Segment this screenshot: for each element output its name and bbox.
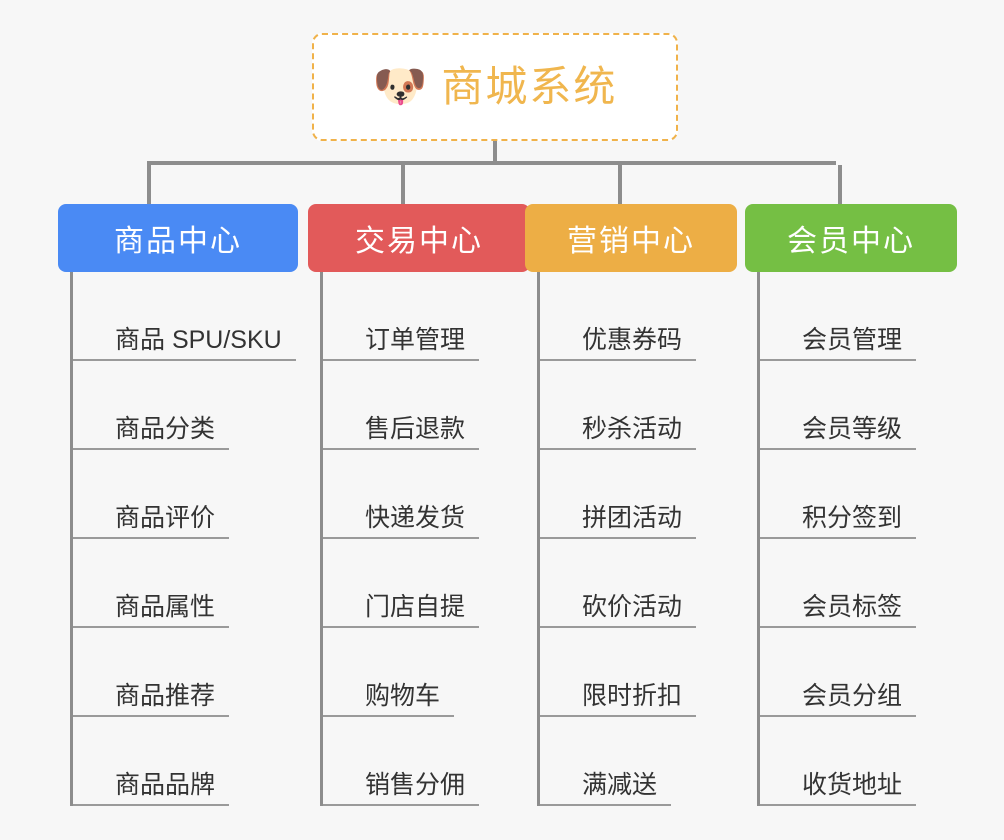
list-item[interactable]: 购物车 (323, 628, 507, 717)
leaf-label: 商品属性 (73, 593, 230, 628)
leaf-label: 积分签到 (760, 504, 917, 539)
list-item[interactable]: 会员分组 (760, 628, 944, 717)
leaf-label: 秒杀活动 (540, 415, 697, 450)
list-item[interactable]: 满减送 (540, 717, 724, 806)
leaf-label: 会员等级 (760, 415, 917, 450)
leaf-label: 商品分类 (73, 415, 230, 450)
leaf-label: 商品 SPU/SKU (73, 326, 296, 361)
category-header-label: 商品中心 (114, 225, 242, 258)
category-header-label: 交易中心 (355, 225, 483, 258)
list-item[interactable]: 售后退款 (323, 361, 507, 450)
leaf-stack-3: 会员管理 会员等级 积分签到 会员标签 会员分组 收货地址 (757, 272, 944, 806)
list-item[interactable]: 会员管理 (760, 272, 944, 361)
root-title: 商城系统 (441, 63, 618, 110)
list-item[interactable]: 收货地址 (760, 717, 944, 806)
list-item[interactable]: 商品推荐 (73, 628, 324, 717)
leaf-label: 会员分组 (760, 682, 917, 717)
leaf-label: 优惠券码 (540, 326, 697, 361)
list-item[interactable]: 秒杀活动 (540, 361, 724, 450)
leaf-label: 门店自提 (323, 593, 480, 628)
list-item[interactable]: 订单管理 (323, 272, 507, 361)
root-stem-connector (493, 141, 497, 164)
leaf-label: 售后退款 (323, 415, 480, 450)
drop-connector (401, 165, 405, 204)
list-item[interactable]: 会员等级 (760, 361, 944, 450)
root-node[interactable]: 🐶 商城系统 (312, 33, 678, 141)
drop-connector (147, 165, 151, 204)
drop-connector (838, 165, 842, 204)
leaf-label: 砍价活动 (540, 593, 697, 628)
list-item[interactable]: 商品属性 (73, 539, 324, 628)
horizontal-bus-connector (147, 161, 836, 165)
leaf-label: 拼团活动 (540, 504, 697, 539)
category-header-label: 会员中心 (787, 225, 915, 258)
leaf-label: 收货地址 (760, 771, 917, 806)
leaf-label: 商品评价 (73, 504, 230, 539)
category-header-1[interactable]: 交易中心 (308, 204, 530, 272)
list-item[interactable]: 门店自提 (323, 539, 507, 628)
list-item[interactable]: 会员标签 (760, 539, 944, 628)
list-item[interactable]: 拼团活动 (540, 450, 724, 539)
drop-connector (618, 165, 622, 204)
list-item[interactable]: 商品分类 (73, 361, 324, 450)
list-item[interactable]: 快递发货 (323, 450, 507, 539)
list-item[interactable]: 优惠券码 (540, 272, 724, 361)
list-item[interactable]: 限时折扣 (540, 628, 724, 717)
leaf-label: 商品推荐 (73, 682, 230, 717)
leaf-stack-1: 订单管理 售后退款 快递发货 门店自提 购物车 销售分佣 (320, 272, 507, 806)
leaf-label: 商品品牌 (73, 771, 230, 806)
leaf-label: 满减送 (540, 771, 672, 806)
list-item[interactable]: 商品 SPU/SKU (73, 272, 324, 361)
dog-face-icon: 🐶 (372, 62, 428, 111)
category-header-label: 营销中心 (567, 225, 695, 258)
leaf-label: 订单管理 (323, 326, 480, 361)
leaf-label: 限时折扣 (540, 682, 697, 717)
leaf-stack-2: 优惠券码 秒杀活动 拼团活动 砍价活动 限时折扣 满减送 (537, 272, 724, 806)
list-item[interactable]: 销售分佣 (323, 717, 507, 806)
category-header-0[interactable]: 商品中心 (58, 204, 298, 272)
leaf-label: 会员管理 (760, 326, 917, 361)
leaf-label: 购物车 (323, 682, 455, 717)
leaf-stack-0: 商品 SPU/SKU 商品分类 商品评价 商品属性 商品推荐 商品品牌 (70, 272, 324, 806)
list-item[interactable]: 商品评价 (73, 450, 324, 539)
category-header-3[interactable]: 会员中心 (745, 204, 957, 272)
list-item[interactable]: 积分签到 (760, 450, 944, 539)
leaf-label: 快递发货 (323, 504, 480, 539)
list-item[interactable]: 砍价活动 (540, 539, 724, 628)
leaf-label: 会员标签 (760, 593, 917, 628)
category-header-2[interactable]: 营销中心 (525, 204, 737, 272)
leaf-label: 销售分佣 (323, 771, 480, 806)
list-item[interactable]: 商品品牌 (73, 717, 324, 806)
